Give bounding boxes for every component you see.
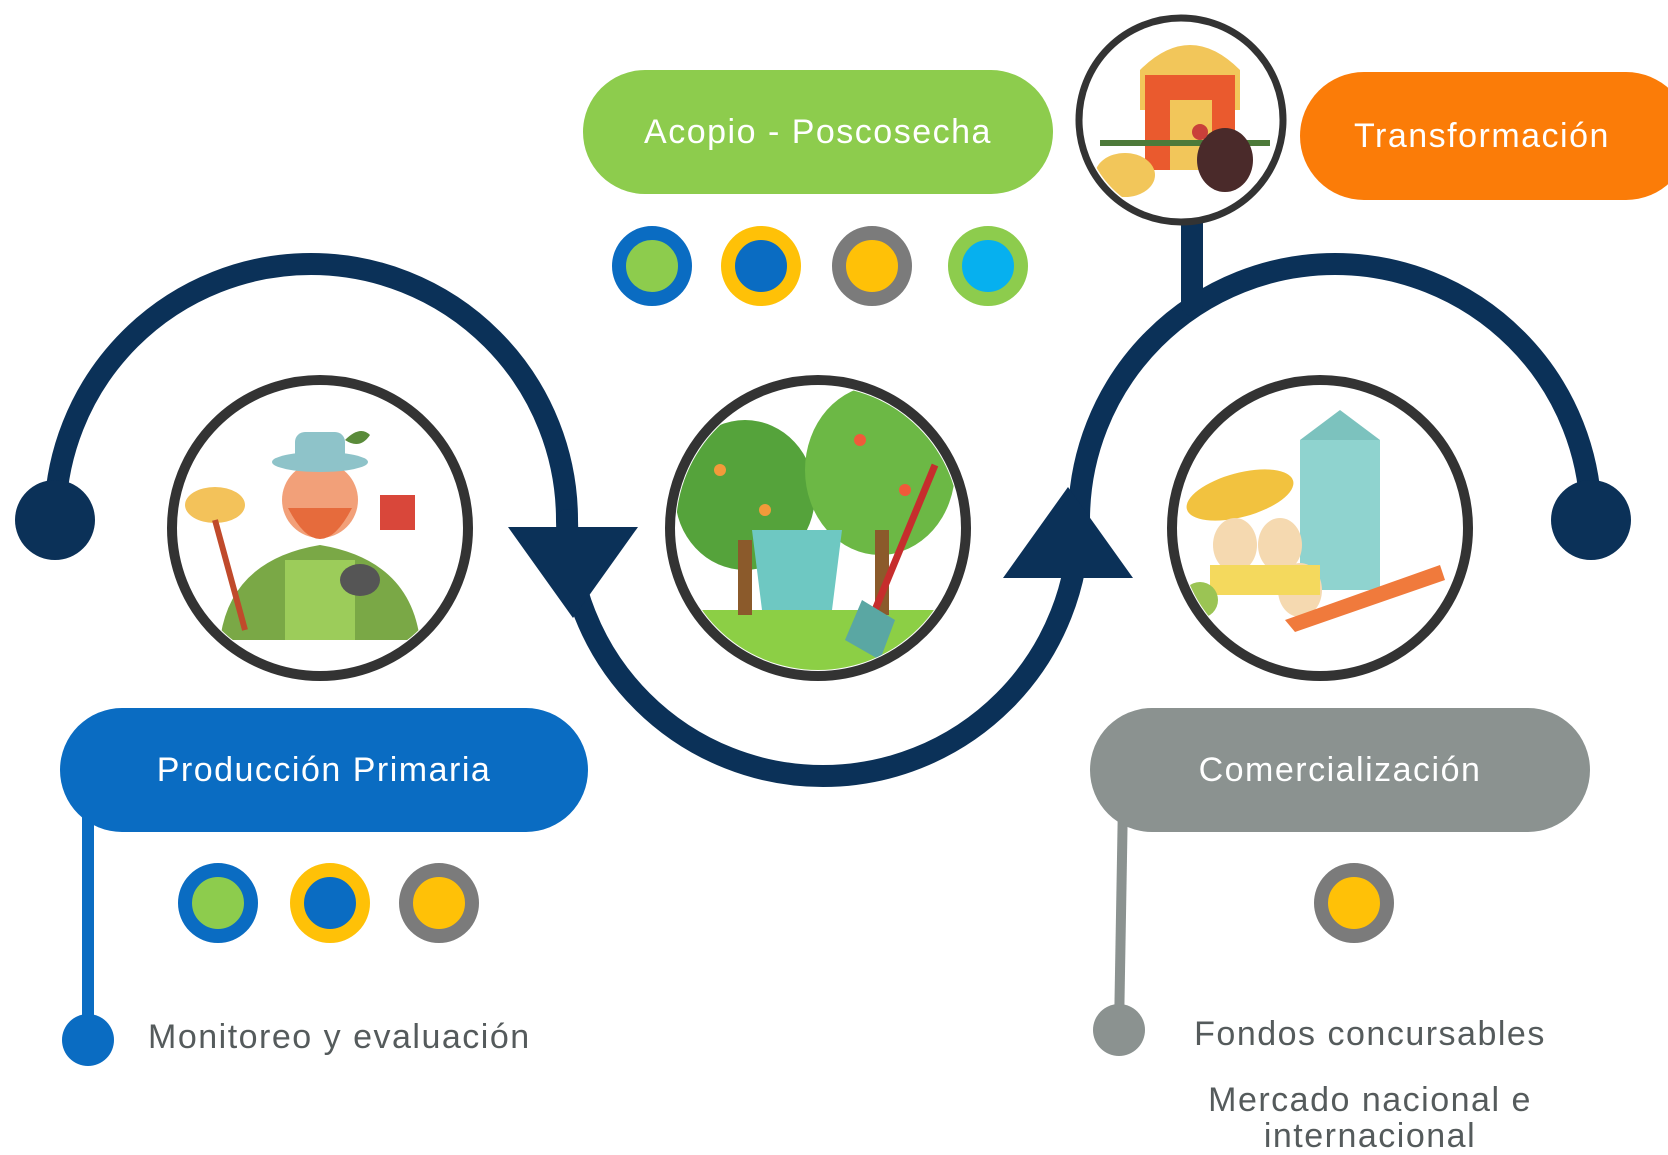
comercializacion-dots (1314, 863, 1394, 943)
barn-turkey-icon (1075, 14, 1287, 226)
stage-acopio-label: Acopio - Poscosecha (644, 112, 992, 151)
stage-transformacion-label: Transformación (1354, 116, 1610, 155)
dot-gray-yellow (399, 863, 479, 943)
flow-path (44, 209, 1602, 787)
dot-yellow-blue (721, 226, 801, 306)
milk-eggs-vegetables-icon (1167, 375, 1473, 681)
acopio-dots (612, 226, 1028, 306)
blue-pointer-dot (62, 1014, 114, 1066)
dot-gray-yellow (1314, 863, 1394, 943)
stage-produccion-pill: Producción Primaria (60, 708, 588, 832)
farmer-illustration-icon (167, 375, 473, 681)
dot-green-cyan (948, 226, 1028, 306)
note-fondos: Fondos concursables (1194, 1015, 1546, 1053)
gray-pointer-dot (1093, 1004, 1145, 1056)
left-arc (44, 253, 578, 531)
stage-comercializacion-label: Comercialización (1198, 750, 1482, 789)
bottom-arc (556, 509, 1090, 787)
dot-yellow-blue (290, 863, 370, 943)
produccion-dots (178, 863, 479, 943)
orchard-harvest-icon (665, 375, 971, 681)
right-end-dot (1551, 480, 1631, 560)
stage-comercializacion-pill: Comercialización (1090, 708, 1590, 832)
right-arc (1068, 253, 1602, 531)
dot-blue-green (178, 863, 258, 943)
dot-blue-green (612, 226, 692, 306)
stage-acopio-pill: Acopio - Poscosecha (583, 70, 1053, 194)
stage-produccion-label: Producción Primaria (156, 750, 492, 789)
gray-pointer-line (1114, 799, 1128, 1031)
note-mercado: Mercado nacional e internacional (1208, 1081, 1532, 1155)
note-monitoreo: Monitoreo y evaluación (148, 1018, 531, 1056)
dot-gray-yellow (832, 226, 912, 306)
stage-transformacion-pill: Transformación (1300, 72, 1668, 200)
arrow-down (508, 527, 638, 618)
left-end-dot (15, 480, 95, 560)
arrow-up (1003, 487, 1133, 578)
